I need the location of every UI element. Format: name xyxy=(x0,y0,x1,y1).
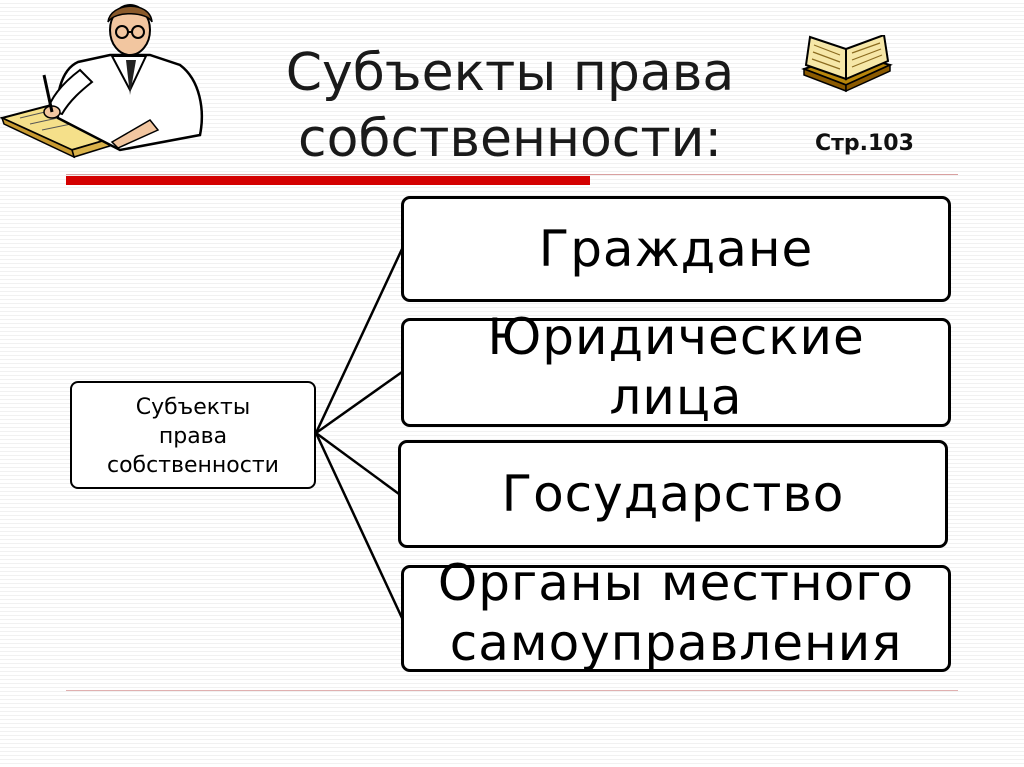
child-node-label: Органы местного самоуправления xyxy=(437,553,915,672)
child-node-state: Государство xyxy=(398,440,948,548)
red-accent-bar xyxy=(66,176,590,185)
slide-title: Субъекты права собственности: xyxy=(285,43,735,169)
connector-line xyxy=(315,431,400,496)
root-node: Субъекты права собственности xyxy=(70,381,316,489)
scientist-writing-icon xyxy=(0,4,204,159)
child-node-label: Государство xyxy=(501,465,845,523)
connector-line xyxy=(315,370,403,435)
child-node-label: Граждане xyxy=(538,220,814,278)
bottom-divider-line xyxy=(66,690,958,691)
child-node-citizens: Граждане xyxy=(401,196,951,302)
page-reference: Стр.103 xyxy=(815,131,914,156)
top-divider-line xyxy=(66,174,958,175)
root-node-label: Субъекты права собственности xyxy=(107,394,279,478)
open-book-icon xyxy=(801,35,893,93)
child-node-local-government: Органы местного самоуправления xyxy=(401,554,951,672)
connector-line xyxy=(314,432,404,619)
connector-line xyxy=(314,248,404,434)
child-node-label: Юридические лица xyxy=(487,307,865,426)
child-node-legal-entities: Юридические лица xyxy=(401,308,951,427)
